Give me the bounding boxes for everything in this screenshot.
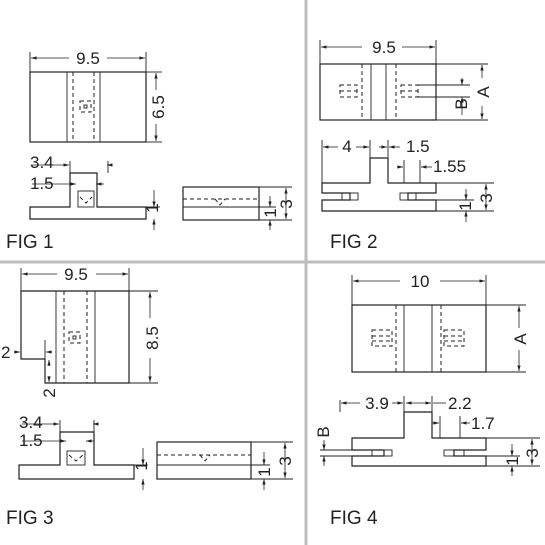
- fig-2-side-gap: 1.5: [406, 137, 430, 156]
- fig-4-a-dimension: A: [486, 304, 530, 373]
- fig-2-side-offset: 4: [342, 137, 351, 156]
- fig-3-side-offset: 3.4: [19, 413, 43, 432]
- fig-3: 9.5 8.5 2 2 3.4: [1, 265, 295, 529]
- fig-3-notch-width: 2: [1, 343, 10, 362]
- fig-3-top-height-dimension: 8.5: [129, 290, 162, 384]
- fig-4-top-width: 10: [411, 272, 430, 291]
- fig-1-top-width: 9.5: [76, 49, 100, 68]
- fig-1-side-step: 1: [143, 203, 162, 212]
- fig-4-side-step: 1: [503, 456, 522, 465]
- fig-3-side-slot: 1.5: [19, 431, 43, 450]
- fig-3-top-view: [20, 290, 130, 384]
- fig-2-top-view: [319, 63, 437, 121]
- fig-2-top-width-dimension: 9.5: [319, 38, 437, 64]
- fig-3-end-height: 3: [276, 456, 295, 465]
- fig-3-side-view: 3.4 1.5 1: [18, 413, 151, 490]
- fig-1-top-width-dimension: 9.5: [29, 49, 147, 72]
- fig-3-notch-dimensions: 2 2: [1, 340, 59, 398]
- fig-2: 9.5 A B 4 1.5: [319, 38, 496, 253]
- fig-1-side-slot: 1.5: [30, 174, 54, 193]
- fig-2-a-b-dimensions: A B: [418, 63, 493, 121]
- fig-3-notch-height: 2: [40, 388, 59, 397]
- fig-1-end-height: 3: [277, 199, 296, 208]
- fig-4-side-view: 3.9 2.2 1.7 B 1 3: [314, 394, 542, 476]
- fig-3-end-step: 1: [255, 467, 274, 476]
- fig-1-label: FIG 1: [6, 232, 54, 253]
- fig-3-label: FIG 3: [6, 508, 54, 529]
- fig-4-dim-a: A: [511, 333, 530, 345]
- fig-1-top-view: [29, 71, 147, 143]
- fig-4: 10 A 3.9 2.2 1.7: [314, 272, 542, 529]
- fig-4-label: FIG 4: [330, 508, 378, 529]
- fig-1-side-offset: 3.4: [30, 153, 54, 172]
- fig-3-top-height: 8.5: [143, 326, 162, 350]
- fig-4-side-height: 3: [523, 448, 542, 457]
- fig-4-top-view: [351, 304, 487, 373]
- fig-4-side-offset: 3.9: [365, 394, 389, 413]
- fig-3-end-view: 1 3: [156, 441, 295, 490]
- fig-4-side-gap: 2.2: [448, 394, 472, 413]
- fig-1-top-height: 6.5: [149, 95, 168, 119]
- fig-4-side-slot: 1.7: [471, 414, 495, 433]
- fig-2-side-view: 4 1.5 1.55 1 3: [321, 137, 496, 222]
- fig-2-dim-a: A: [474, 86, 493, 98]
- fig-2-label: FIG 2: [330, 232, 378, 253]
- fig-4-top-width-dimension: 10: [351, 272, 487, 305]
- fig-2-top-width: 9.5: [372, 38, 396, 57]
- fig-1-end-view: 1 3: [182, 186, 296, 230]
- fig-3-side-step: 1: [132, 461, 151, 470]
- fig-1-side-view: 3.4 1.5 1: [29, 153, 162, 230]
- fig-2-side-height: 3: [477, 193, 496, 202]
- fig-2-dim-b: B: [452, 98, 471, 109]
- fig-4-dim-b: B: [314, 426, 333, 437]
- fig-1-end-step: 1: [261, 208, 280, 217]
- fig-3-top-width: 9.5: [64, 265, 88, 284]
- fig-2-side-slot: 1.55: [433, 157, 466, 176]
- fig-2-side-step: 1: [456, 201, 475, 210]
- fig-1-top-height-dimension: 6.5: [146, 71, 168, 143]
- fig-1: 9.5 6.5 3.4 1.5 1: [6, 49, 296, 253]
- fig-3-top-width-dimension: 9.5: [20, 265, 130, 291]
